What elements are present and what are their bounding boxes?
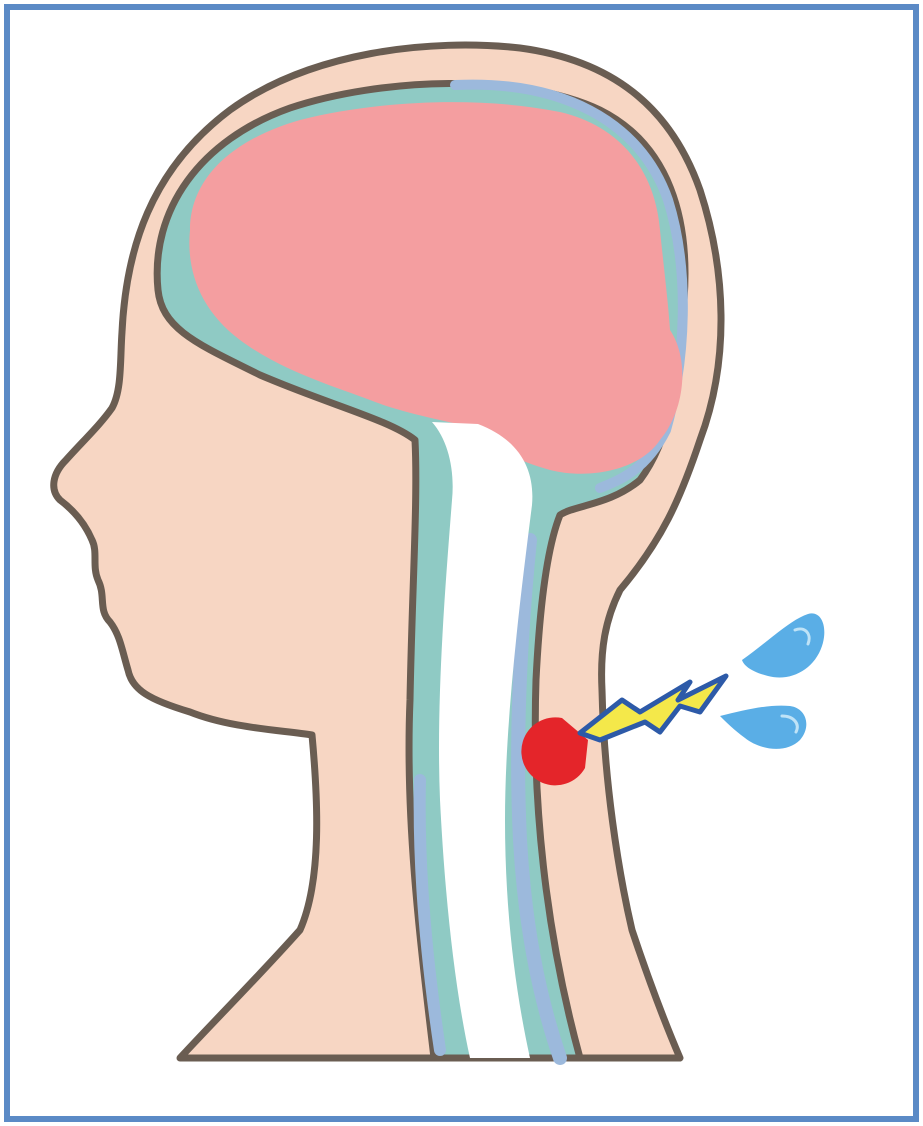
figure-frame xyxy=(0,0,923,1126)
csf-leak-diagram xyxy=(0,0,923,1126)
